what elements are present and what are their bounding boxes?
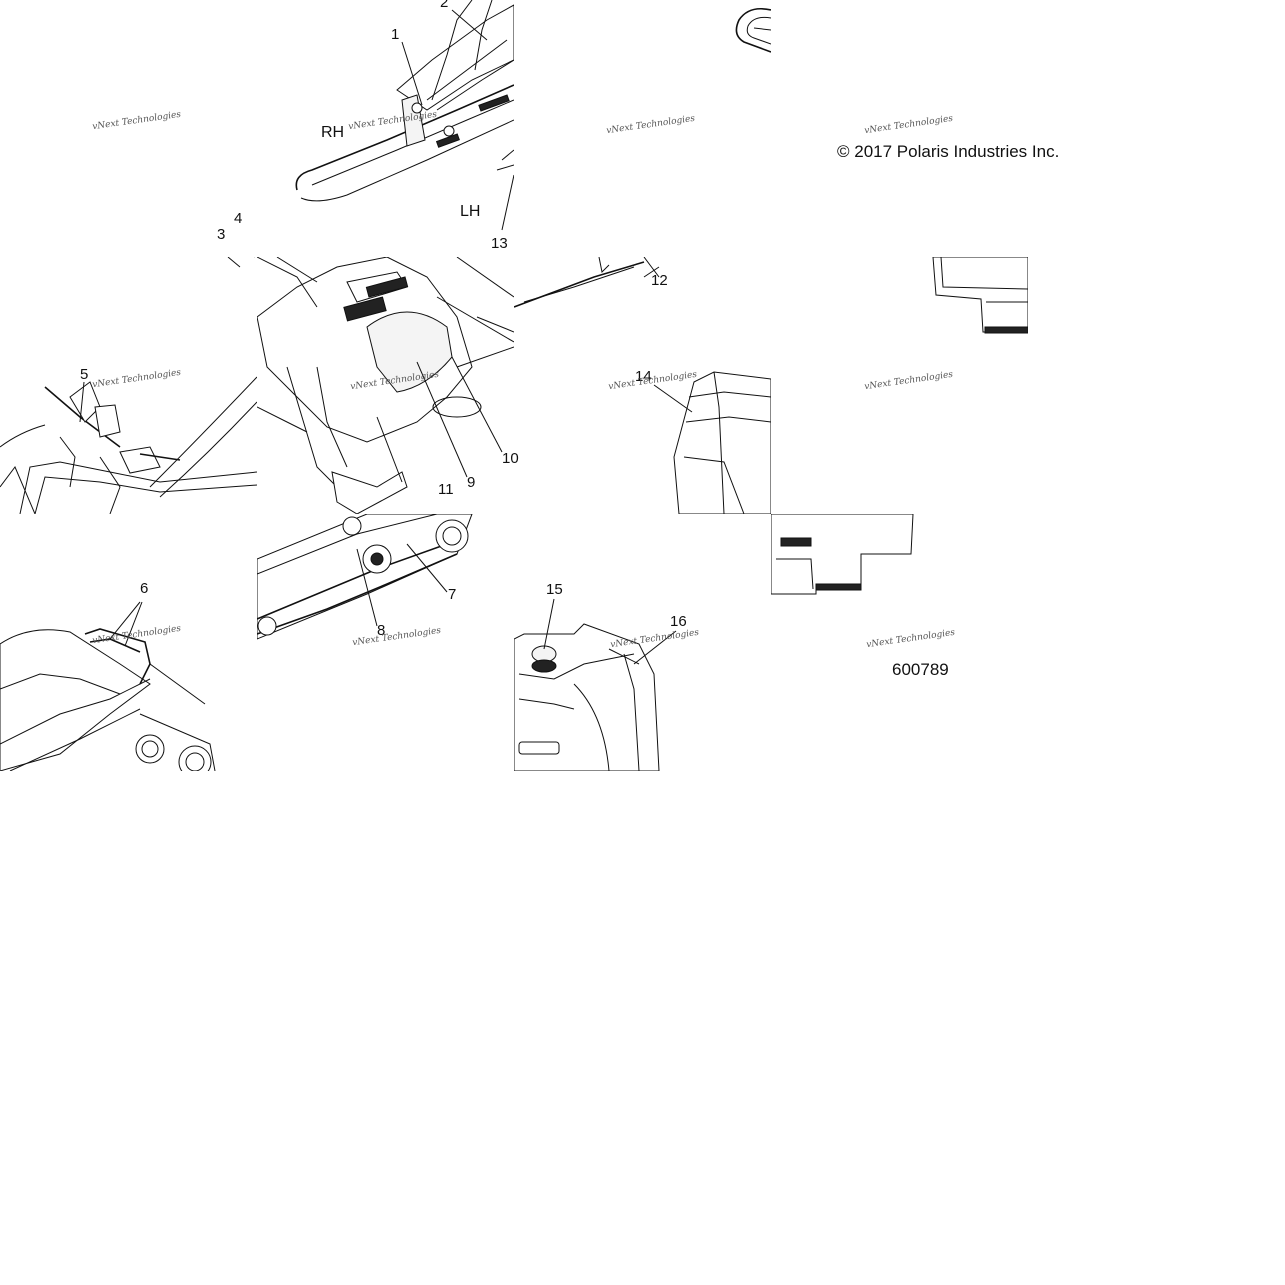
callout-3: 3 xyxy=(217,226,226,243)
callout-4: 4 xyxy=(234,210,243,227)
callout-8: 8 xyxy=(377,622,386,639)
label-left-hand: LH xyxy=(460,203,481,220)
tile-handlebar xyxy=(0,257,257,514)
hood-drawing xyxy=(257,257,514,514)
rear-bumper-drawing xyxy=(932,257,1028,334)
callout-9: 9 xyxy=(467,474,476,491)
figure-number: 600789 xyxy=(892,660,949,679)
tile-hood xyxy=(257,257,514,514)
bumper-lower-drawing xyxy=(771,514,914,595)
callout-5: 5 xyxy=(80,366,89,383)
watermark: vNext Technologies xyxy=(91,109,182,133)
label-right-hand: RH xyxy=(321,124,345,141)
seat-drawing xyxy=(0,601,216,771)
callout-7: 7 xyxy=(448,586,457,603)
callout-10: 10 xyxy=(502,450,519,467)
callout-11: 11 xyxy=(438,481,454,498)
copyright-notice: © 2017 Polaris Industries Inc. xyxy=(837,142,1060,161)
callout-2: 2 xyxy=(440,0,449,11)
callout-12: 12 xyxy=(651,272,668,289)
callout-13: 13 xyxy=(491,235,508,252)
callout-6: 6 xyxy=(140,580,149,597)
tile-rear-deck xyxy=(514,514,771,771)
side-panel-drawing xyxy=(514,257,771,514)
tile-seat xyxy=(0,514,257,771)
tile-ski-tip xyxy=(514,0,771,257)
tile-front-ski xyxy=(257,0,514,257)
tile-side-panel xyxy=(514,257,771,514)
handlebar-drawing xyxy=(0,257,257,514)
tile-rear-bumper xyxy=(771,257,1028,514)
track-drawing xyxy=(257,514,473,640)
callout-16: 16 xyxy=(670,613,687,630)
tile-track xyxy=(257,514,514,771)
front-ski-drawing xyxy=(295,0,514,231)
callout-1: 1 xyxy=(391,26,400,43)
callout-15: 15 xyxy=(546,581,563,598)
rear-deck-drawing xyxy=(514,598,677,771)
watermark: vNext Technologies xyxy=(863,113,954,137)
tile-bumper-lower xyxy=(771,514,1028,771)
ski-tip-drawing xyxy=(735,7,771,53)
callout-14: 14 xyxy=(635,368,652,385)
